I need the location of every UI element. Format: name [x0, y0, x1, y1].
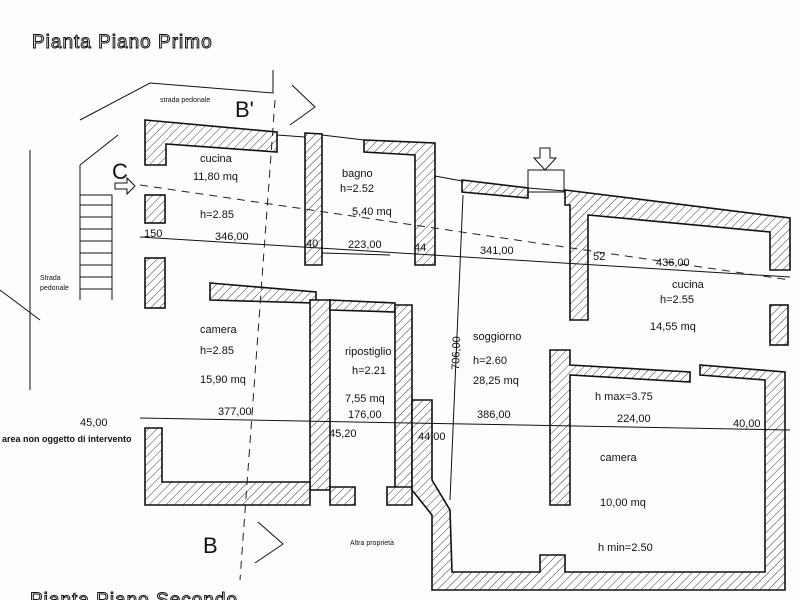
walls — [144, 119, 791, 591]
dimension-label: 386,00 — [477, 409, 511, 421]
dimension-label: 52 — [593, 251, 605, 263]
section-label-b: B — [203, 533, 218, 558]
dimension-label: 436,00 — [656, 257, 690, 269]
section-arrow-icon — [114, 176, 136, 196]
dimension-label: 150 — [144, 228, 162, 240]
dimension-label: 341,00 — [480, 245, 514, 257]
room-name: ripostiglio — [345, 346, 391, 358]
room-height: h=2.60 — [473, 355, 507, 367]
street-label: Strada — [40, 275, 61, 282]
room-height-max: h max=3.75 — [595, 391, 653, 403]
neighbor-label: Altra proprietà — [350, 540, 394, 547]
dimension-label: 346,00 — [215, 231, 249, 243]
room-area: 5,40 mq — [352, 206, 392, 218]
room-name: camera — [600, 452, 638, 464]
dimension-label-vertical: 706,00 — [450, 336, 463, 370]
room-name: camera — [200, 324, 238, 336]
boundary-line — [0, 289, 41, 321]
dimension-label: 176,00 — [348, 409, 382, 421]
area-note: area non oggetto di intervento — [2, 434, 132, 444]
section-arrow-icon — [254, 521, 284, 564]
street-outline — [79, 70, 274, 121]
room-name: bagno — [342, 168, 373, 180]
dimension-label: 224,00 — [617, 413, 651, 425]
street-label: strada pedonale — [160, 97, 210, 104]
street-label: pedonale — [40, 285, 69, 292]
section-label-b-prime: B' — [235, 97, 254, 122]
dimension-label: 377,00 — [218, 406, 252, 418]
room-area: 7,55 mq — [345, 393, 385, 405]
dimension-label: 45,20 — [329, 428, 357, 440]
room-area: 11,80 mq — [193, 171, 238, 183]
room-name: cucina — [200, 153, 233, 165]
room-area: 28,25 mq — [473, 375, 519, 387]
dimension-line-vertical — [449, 194, 464, 501]
section-line-b — [239, 99, 276, 581]
entrance-arrow-icon — [532, 147, 558, 171]
plan-title-secondo: Pianta Piano Secondo — [30, 590, 238, 600]
room-name: soggiorno — [473, 331, 521, 343]
plan-title-primo: Pianta Piano Primo — [32, 32, 213, 53]
dimension-label: 223,00 — [348, 239, 382, 251]
section-arrow-icon — [289, 84, 316, 126]
section-line-c — [139, 184, 791, 281]
room-area: 15,90 mq — [200, 374, 246, 386]
dimension-line-upper — [139, 236, 791, 278]
dimension-label: 45,00 — [80, 417, 108, 429]
room-height: h=2.85 — [200, 209, 234, 221]
room-height: h=2.21 — [352, 365, 386, 377]
room-height: h=2.55 — [660, 294, 694, 306]
room-area: 14,55 mq — [650, 321, 696, 333]
dimension-label: 40,00 — [733, 418, 761, 430]
dimension-label: 40 — [306, 238, 318, 250]
room-height: h=2.52 — [340, 183, 374, 195]
room-name: cucina — [672, 279, 705, 291]
dimension-label: 44,00 — [418, 431, 446, 443]
window — [276, 134, 566, 256]
dimension-label: 44 — [414, 242, 426, 254]
stairs — [80, 204, 112, 290]
room-height: h=2.85 — [200, 345, 234, 357]
room-height-min: h min=2.50 — [598, 542, 653, 554]
dimension-line-lower — [139, 417, 791, 431]
room-area: 10,00 mq — [600, 497, 646, 509]
chimney — [527, 169, 565, 193]
section-label-c: C — [112, 159, 128, 184]
